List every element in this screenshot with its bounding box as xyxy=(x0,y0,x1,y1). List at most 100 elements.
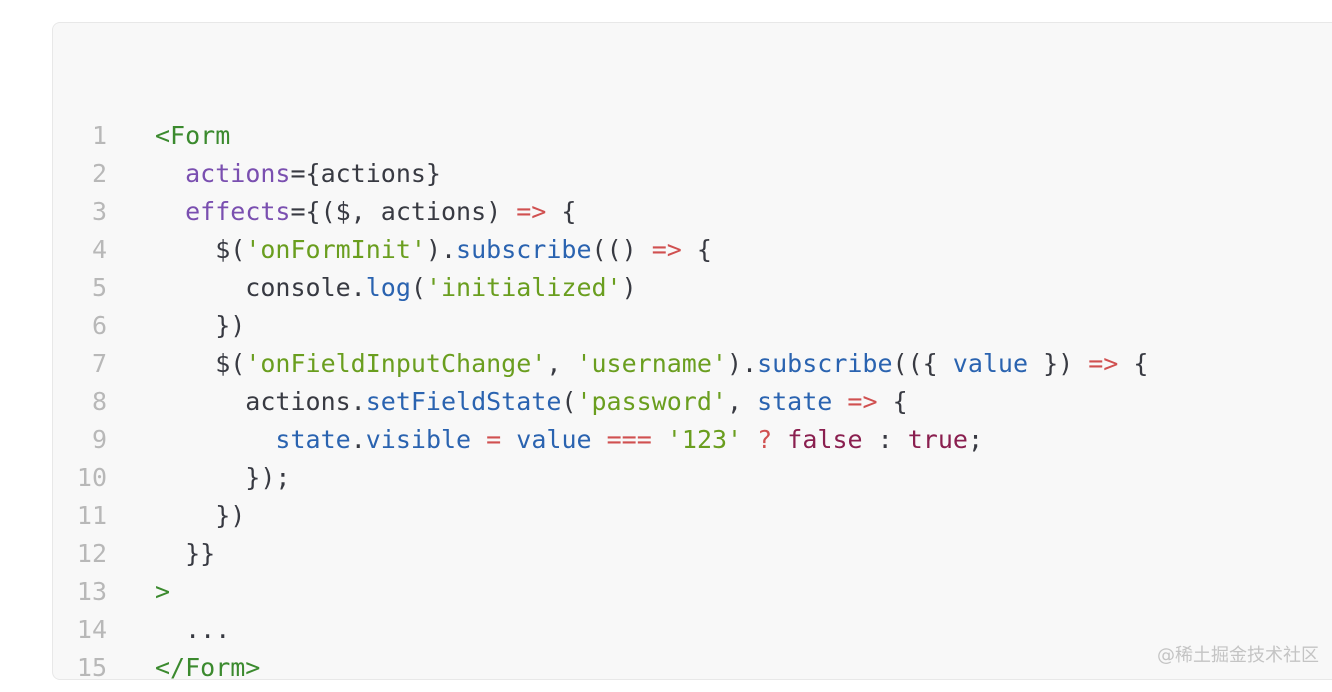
code-token: ) xyxy=(621,272,637,302)
code-line: 1 <Form xyxy=(53,116,1332,154)
line-number: 11 xyxy=(76,500,107,530)
code-line: 5 console.log('initialized') xyxy=(53,268,1332,306)
code-token: === xyxy=(606,424,652,454)
code-token: }) xyxy=(155,500,246,530)
line-number: 6 xyxy=(91,310,107,340)
code-text: effects={($, actions) => { xyxy=(155,197,576,226)
code-token: ? xyxy=(757,424,773,454)
line-number: 13 xyxy=(76,576,107,606)
code-token: actions. xyxy=(155,386,366,416)
code-token xyxy=(501,425,516,454)
code-line: 14 ... xyxy=(53,610,1332,648)
code-text: }) xyxy=(155,501,245,530)
code-token: $( xyxy=(155,348,246,378)
code-token: 'initialized' xyxy=(425,272,622,302)
code-token: , xyxy=(726,386,758,416)
code-line: 12 }} xyxy=(53,534,1332,572)
code-text: }); xyxy=(155,463,290,492)
code-line: 10 }); xyxy=(53,458,1332,496)
code-token: value xyxy=(516,424,592,454)
code-text: actions={actions} xyxy=(155,159,441,188)
code-token: state xyxy=(275,424,351,454)
code-token xyxy=(652,425,667,454)
code-token xyxy=(155,425,275,454)
line-number: 9 xyxy=(91,424,107,454)
code-token: 'password' xyxy=(576,386,727,416)
code-token xyxy=(742,425,757,454)
code-token: actions xyxy=(185,158,291,188)
code-token: { xyxy=(681,234,712,264)
code-token: log xyxy=(365,272,411,302)
line-number: 4 xyxy=(91,234,107,264)
code-token: subscribe xyxy=(456,234,592,264)
code-line: 13 > xyxy=(53,572,1332,610)
code-token xyxy=(832,387,847,416)
code-token xyxy=(155,197,185,226)
watermark: @稀土掘金技术社区 xyxy=(1157,645,1319,666)
code-token: visible xyxy=(365,424,472,454)
code-token: ; xyxy=(967,424,983,454)
code-text: }) xyxy=(155,311,245,340)
code-token: </Form> xyxy=(155,652,261,680)
code-token: ={($, actions) xyxy=(290,196,517,226)
code-token xyxy=(772,425,787,454)
code-line: 11 }) xyxy=(53,496,1332,534)
code-line: 2 actions={actions} xyxy=(53,154,1332,192)
code-text: <Form xyxy=(155,121,230,150)
code-token: false xyxy=(787,424,863,454)
code-line: 6 }) xyxy=(53,306,1332,344)
code-line: 4 $('onFormInit').subscribe(() => { xyxy=(53,230,1332,268)
code-token: { xyxy=(546,196,577,226)
code-token: effects xyxy=(185,196,291,226)
code-token: , xyxy=(546,348,577,378)
code-token: ( xyxy=(410,272,426,302)
code-token: }); xyxy=(155,462,291,492)
code-token: => xyxy=(651,234,682,264)
code-token: = xyxy=(486,424,502,454)
code-text: actions.setFieldState('password', state … xyxy=(155,386,908,416)
code-text: console.log('initialized') xyxy=(155,272,637,302)
code-token: (({ xyxy=(892,348,953,378)
code-token: > xyxy=(155,576,171,606)
code-token: setFieldState xyxy=(365,386,562,416)
code-token: ( xyxy=(561,386,577,416)
code-token: true xyxy=(907,424,968,454)
code-token: => xyxy=(516,196,547,226)
code-line: 9 state.visible = value === '123' ? fals… xyxy=(53,420,1332,458)
code-text: ... xyxy=(155,615,230,644)
code-token: { xyxy=(1118,348,1149,378)
code-text: state.visible = value === '123' ? false … xyxy=(155,425,983,454)
code-token: => xyxy=(1088,348,1119,378)
code-token: state xyxy=(757,386,833,416)
code-text: > xyxy=(155,577,170,606)
code-token: (() xyxy=(591,234,652,264)
code-token: <Form xyxy=(155,120,231,150)
code-line: 15 </Form> xyxy=(53,648,1332,680)
line-number: 2 xyxy=(91,158,107,188)
code-token: => xyxy=(847,386,878,416)
line-number: 8 xyxy=(91,386,107,416)
code-token: 'username' xyxy=(576,348,727,378)
line-number: 7 xyxy=(91,348,107,378)
code-token: : xyxy=(862,424,908,454)
code-token: '123' xyxy=(666,424,743,454)
code-token: { xyxy=(877,386,908,416)
code-line: 3 effects={($, actions) => { xyxy=(53,192,1332,230)
code-token: subscribe xyxy=(757,348,893,378)
line-number: 3 xyxy=(91,196,107,226)
code-token: value xyxy=(952,348,1029,378)
code-token xyxy=(471,425,486,454)
code-text: }} xyxy=(155,539,215,568)
code-token: . xyxy=(350,424,366,454)
line-number: 15 xyxy=(76,652,107,680)
code-token: ={actions} xyxy=(290,158,441,188)
code-token: ... xyxy=(155,614,231,644)
code-line: 7 $('onFieldInputChange', 'username').su… xyxy=(53,344,1332,382)
line-number: 14 xyxy=(76,614,107,644)
code-token xyxy=(155,159,185,188)
line-number: 1 xyxy=(91,120,107,150)
line-number: 5 xyxy=(91,272,107,302)
code-token xyxy=(592,425,607,454)
code-token: ). xyxy=(425,234,457,264)
code-token: }) xyxy=(155,310,246,340)
